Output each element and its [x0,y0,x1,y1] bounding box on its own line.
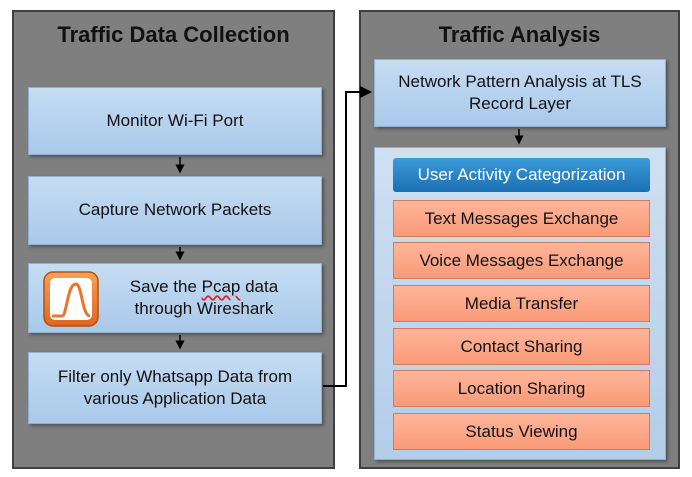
tls-label-line1: Network Pattern Analysis at TLS [398,71,642,91]
activity-item-location-sharing: Location Sharing [393,370,650,407]
analysis-panel-title: Traffic Analysis [438,22,601,47]
activity-item-text-messages: Text Messages Exchange [393,200,650,237]
filter-label-line2: various Application Data [83,389,267,408]
user-activity-header: User Activity Categorization [393,158,650,192]
save-label-line2: through Wireshark [134,299,274,318]
save-label-post: data [240,276,279,296]
arrow-filter-to-tls [323,86,372,387]
save-label-pcap: Pcap [201,276,241,296]
save-label-pre: Save the [129,276,202,296]
filter-whatsapp-step: Filter only Whatsapp Data from various A… [28,352,322,424]
activity-item-media-transfer: Media Transfer [393,285,650,322]
capture-packets-step: Capture Network Packets [28,176,322,245]
activity-item-voice-messages: Voice Messages Exchange [393,242,650,279]
save-pcap-step: Save the Pcap data through Wireshark [28,263,322,333]
monitor-wifi-step: Monitor Wi-Fi Port [28,87,322,155]
filter-label-line1: Filter only Whatsapp Data from [57,366,293,386]
monitor-wifi-label: Monitor Wi-Fi Port [106,110,244,130]
tls-label-line2: Record Layer [468,94,572,113]
capture-packets-label: Capture Network Packets [78,200,272,220]
activity-item-status-viewing: Status Viewing [393,413,650,450]
wireshark-icon [41,269,101,329]
collection-panel-title: Traffic Data Collection [57,22,290,47]
activity-item-contact-sharing: Contact Sharing [393,328,650,365]
tls-pattern-analysis-step: Network Pattern Analysis at TLS Record L… [374,59,666,127]
